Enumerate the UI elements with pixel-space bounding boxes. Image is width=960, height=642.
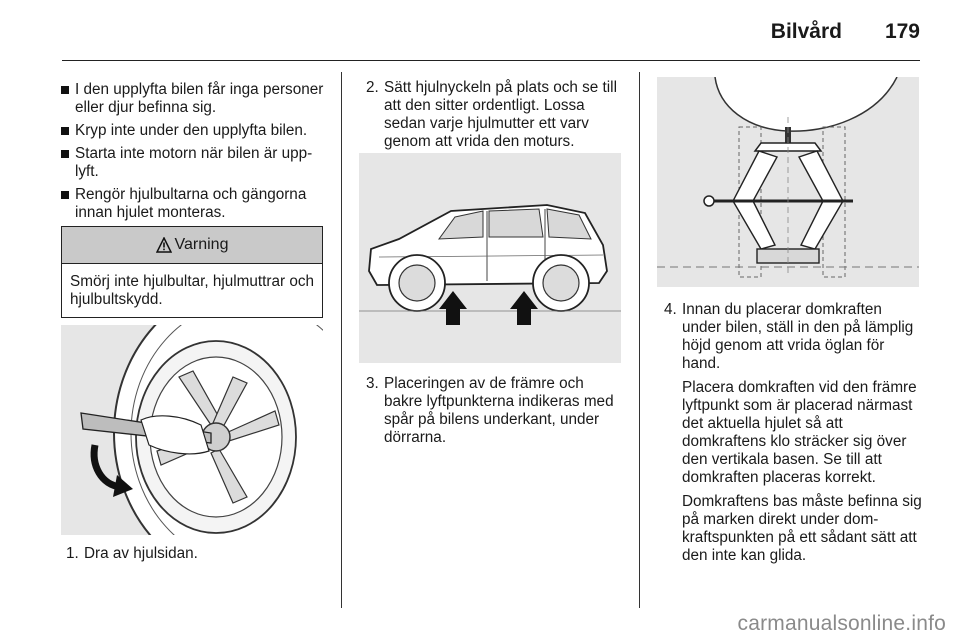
column-divider	[341, 72, 342, 608]
bullet-item: Kryp inte under den upplyfta bilen.	[61, 122, 326, 140]
warning-title: Varning	[174, 236, 229, 253]
step-body: Innan du placerar domkraften under bilen…	[682, 301, 924, 565]
watermark: carmanualsonline.info	[737, 612, 946, 635]
step-number: 4.	[664, 301, 677, 318]
page-number: 179	[884, 20, 920, 43]
jack-placement-illustration	[657, 77, 919, 287]
bullet-item: I den upplyfta bilen får inga personer e…	[61, 81, 326, 117]
warning-box: Varning Smörj inte hjulbultar, hjulmuttr…	[61, 226, 323, 318]
step-number: 1.	[66, 545, 79, 562]
car-lift-points-illustration	[359, 153, 621, 363]
step-text: Placeringen av de främre och bakre lyftp…	[384, 375, 614, 446]
step-paragraph: Domkraftens bas måste befinna sig på mar…	[682, 493, 922, 564]
step-4: 4. Innan du placerar domkraften under bi…	[664, 301, 924, 571]
step-3: 3. Placeringen av de främre och bakre ly…	[366, 375, 626, 447]
step-paragraph: Placera domkraften vid den främre lyftpu…	[682, 379, 917, 486]
step-1: 1. Dra av hjulsidan.	[66, 545, 321, 563]
bullet-square-icon	[61, 86, 69, 94]
header-divider	[62, 60, 920, 61]
step-paragraph: Innan du placerar domkraften under bilen…	[682, 301, 914, 372]
bullet-square-icon	[61, 191, 69, 199]
bullet-square-icon	[61, 127, 69, 135]
hubcap-removal-illustration	[61, 325, 323, 535]
warning-text: Smörj inte hjulbultar, hjulmuttrar och h…	[70, 273, 315, 308]
step-text: Sätt hjulnyckeln på plats och se till at…	[384, 79, 617, 150]
safety-bullet-list: I den upplyfta bilen får inga personer e…	[61, 81, 326, 227]
bullet-square-icon	[61, 150, 69, 158]
step-text: Dra av hjulsidan.	[84, 545, 198, 562]
warning-triangle-icon	[155, 237, 172, 253]
step-number: 3.	[366, 375, 379, 392]
column-divider	[639, 72, 640, 608]
bullet-item: Rengör hjulbultarna och gängorna innan h…	[61, 186, 326, 222]
step-number: 2.	[366, 79, 379, 96]
step-2: 2. Sätt hjulnyckeln på plats och se till…	[366, 79, 624, 151]
section-title: Bilvård	[770, 20, 842, 43]
warning-header: Varning	[62, 227, 322, 264]
bullet-item: Starta inte motorn när bilen är upp-lyft…	[61, 145, 326, 181]
